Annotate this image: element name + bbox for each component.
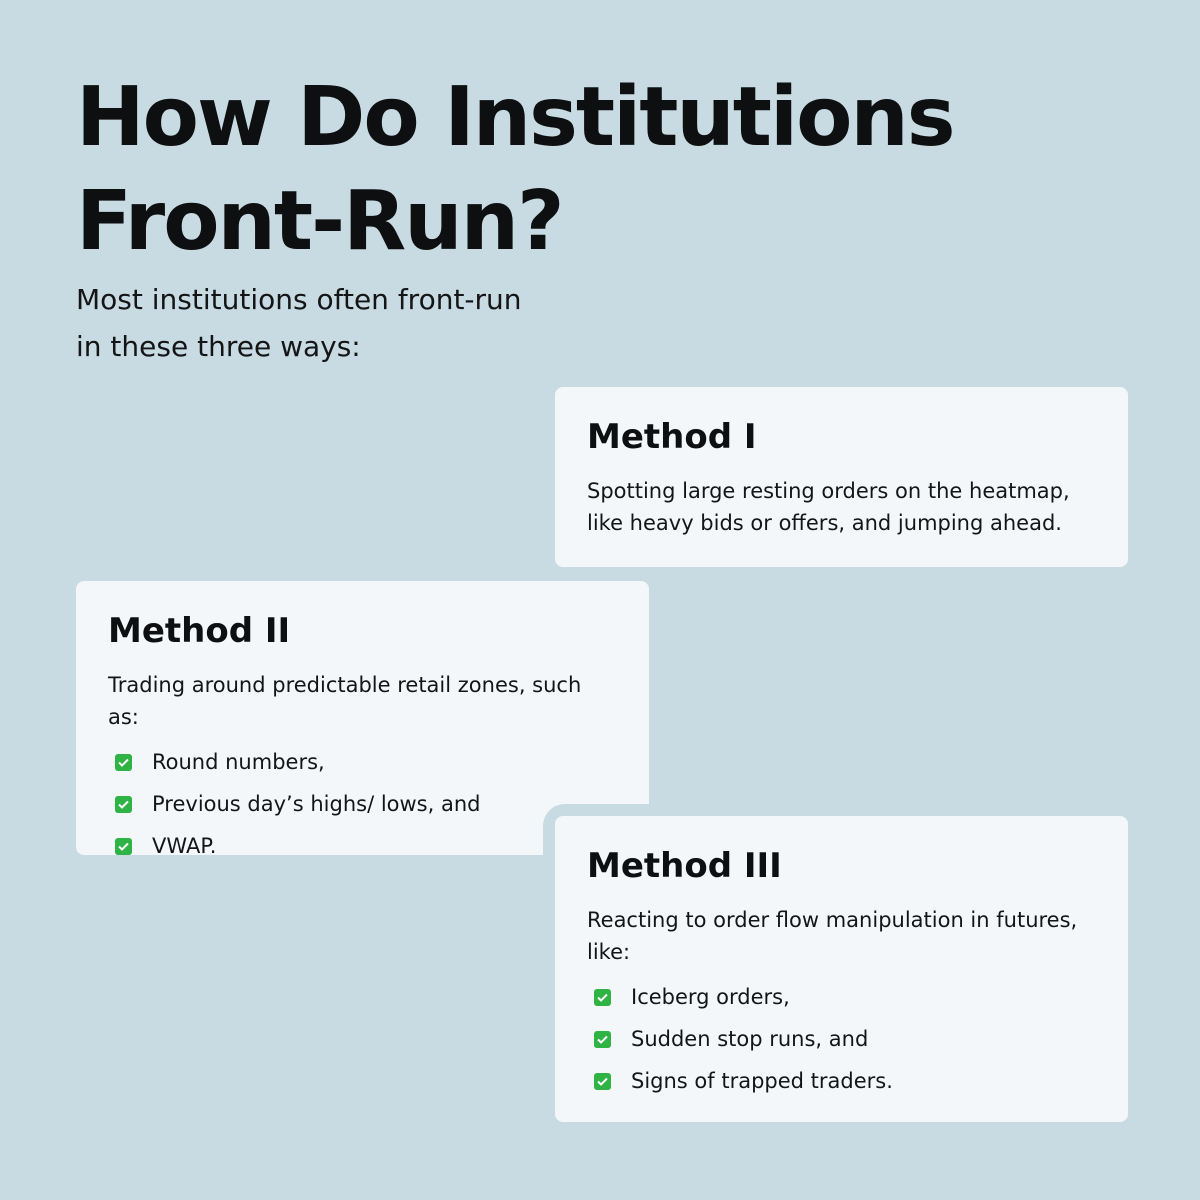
list-item-label: Iceberg orders, <box>631 985 790 1009</box>
list-item-label: Sudden stop runs, and <box>631 1027 869 1051</box>
check-box-icon <box>594 1030 611 1048</box>
page-title: How Do Institutions Front-Run? <box>76 66 1076 274</box>
method-1-description-line-2: like heavy bids or offers, and jumping a… <box>587 511 1062 535</box>
list-item: VWAP. <box>108 825 617 867</box>
method-2-description: Trading around predictable retail zones,… <box>108 673 582 729</box>
check-box-icon <box>594 988 611 1006</box>
list-item-label: Signs of trapped traders. <box>631 1069 893 1093</box>
page-subtitle-line-1: Most institutions often front-run <box>76 283 522 316</box>
list-item-label: VWAP. <box>152 834 217 858</box>
method-2-title: Method II <box>108 611 291 651</box>
method-3-description-line-2: like: <box>587 940 631 964</box>
list-item: Round numbers, <box>108 741 617 783</box>
method-3-title: Method III <box>587 846 782 886</box>
check-box-icon <box>115 795 132 813</box>
method-3-card: Method III Reacting to order flow manipu… <box>555 816 1128 1122</box>
page-subtitle: Most institutions often front-run in the… <box>76 276 616 370</box>
list-item-label: Previous day’s highs/ lows, and <box>152 792 481 816</box>
list-item: Signs of trapped traders. <box>587 1060 1096 1102</box>
method-1-description-line-1: Spotting large resting orders on the hea… <box>587 479 1070 503</box>
page-subtitle-line-2: in these three ways: <box>76 330 361 363</box>
page-title-line-1: How Do Institutions <box>76 70 956 165</box>
list-item: Iceberg orders, <box>587 976 1096 1018</box>
method-3-description-line-1: Reacting to order flow manipulation in f… <box>587 908 1078 932</box>
page-title-line-2: Front-Run? <box>76 174 565 269</box>
method-3-description: Reacting to order flow manipulation in f… <box>587 904 1096 968</box>
check-box-icon <box>594 1072 611 1090</box>
list-item: Sudden stop runs, and <box>587 1018 1096 1060</box>
check-box-icon <box>115 753 132 771</box>
list-item: Previous day’s highs/ lows, and <box>108 783 617 825</box>
check-box-icon <box>115 837 132 855</box>
method-2-list: Round numbers, Previous day’s highs/ low… <box>108 741 617 867</box>
method-1-title: Method I <box>587 417 757 457</box>
list-item-label: Round numbers, <box>152 750 325 774</box>
method-2-card: Method II Trading around predictable ret… <box>76 581 649 858</box>
method-1-description: Spotting large resting orders on the hea… <box>587 475 1096 539</box>
method-1-card: Method I Spotting large resting orders o… <box>555 387 1128 567</box>
method-3-list: Iceberg orders, Sudden stop runs, and Si… <box>587 976 1096 1102</box>
